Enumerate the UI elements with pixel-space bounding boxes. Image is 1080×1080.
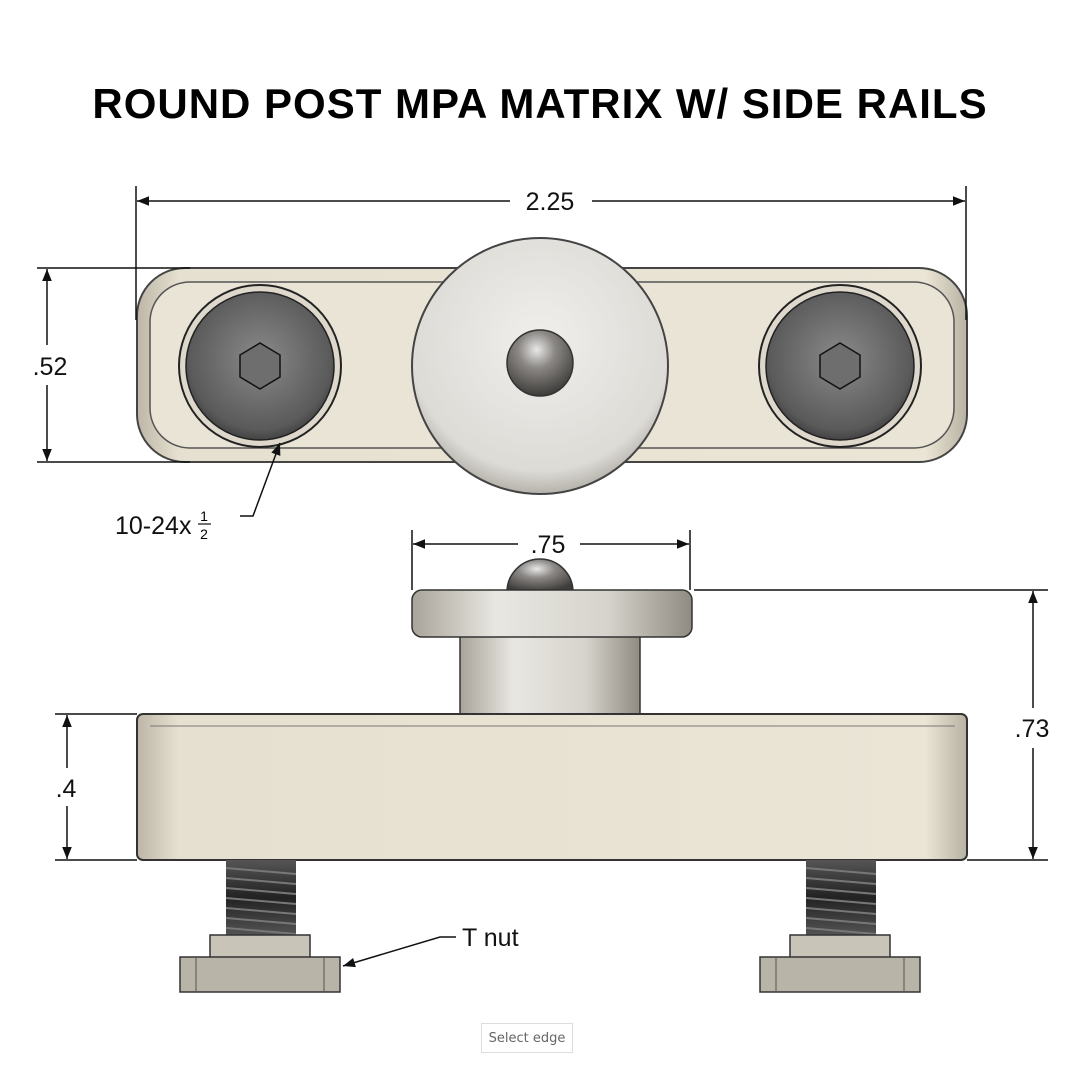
dimension-label-width: .52: [33, 353, 68, 381]
screw-fraction-denominator: 2: [200, 526, 208, 542]
t-nut-left: [179, 934, 341, 993]
hex-socket-icon: [239, 342, 281, 390]
screw-head-left: [178, 284, 342, 448]
thread-left: [225, 860, 297, 936]
screw-head-right: [758, 284, 922, 448]
ball-plunger: [506, 329, 574, 397]
dimension-overall-length: [135, 186, 967, 320]
dimension-label-thickness: .4: [56, 775, 77, 803]
dimension-label-diameter: .75: [531, 531, 566, 559]
screw-fraction-numerator: 1: [200, 508, 208, 524]
dimension-overall-height: [694, 589, 1048, 861]
screw-callout: 10-24x: [115, 512, 192, 540]
dimension-label-height: .73: [1015, 715, 1050, 743]
dimension-plate-width: [37, 267, 190, 463]
base-plate: [136, 713, 968, 861]
thread-right: [805, 860, 877, 936]
select-edge-tooltip: Select edge: [481, 1023, 573, 1053]
t-nut-right: [759, 934, 921, 993]
dimension-plate-thickness: [55, 713, 137, 861]
tnut-callout: T nut: [462, 924, 519, 952]
post-cap: [411, 589, 693, 638]
tnut-leader-line: [342, 936, 456, 968]
side-view: [136, 558, 968, 993]
ball-top: [506, 558, 574, 593]
dimension-post-diameter: [411, 530, 691, 590]
hex-socket-icon: [819, 342, 861, 390]
dimension-label-length: 2.25: [526, 188, 575, 216]
screw-leader-line: [240, 442, 281, 517]
page-title: ROUND POST MPA MATRIX W/ SIDE RAILS: [92, 80, 988, 127]
top-view: [136, 237, 968, 495]
post-neck: [459, 635, 641, 717]
